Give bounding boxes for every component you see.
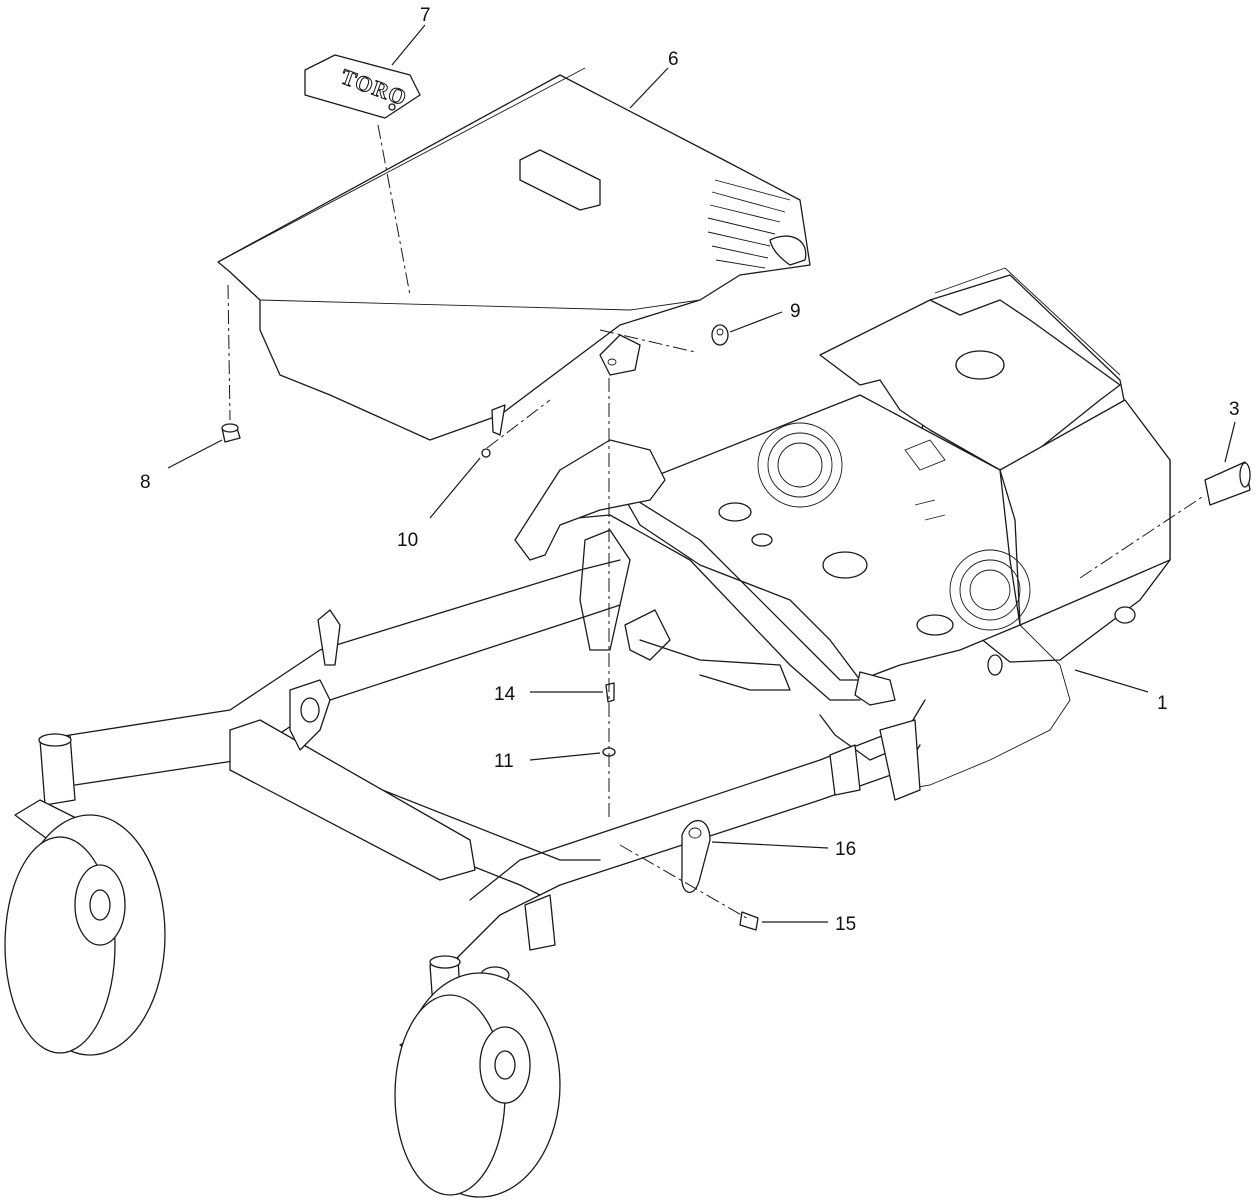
callout-labels: 7 6 9 3 8 10 1 14 11 16 15	[140, 5, 1240, 935]
right-caster-wheel	[394, 955, 561, 1198]
callout-9: 9	[790, 301, 801, 322]
cover-plate	[217, 67, 811, 441]
callout-15: 15	[835, 914, 856, 935]
frame-assembly	[69, 267, 1171, 984]
callout-1: 1	[1157, 693, 1168, 714]
part-14-screw	[605, 682, 615, 703]
callout-7: 7	[420, 5, 431, 26]
callout-leaders	[167, 24, 1236, 923]
callout-16: 16	[835, 839, 856, 860]
toro-decal: TORO	[304, 54, 421, 119]
part-10-nut	[481, 448, 491, 458]
callout-6: 6	[668, 49, 679, 70]
part-16-hook	[681, 819, 711, 893]
part-3-grip	[1204, 461, 1251, 506]
assembly-centerlines	[227, 124, 1206, 921]
left-caster-wheel	[4, 733, 166, 1056]
callout-10: 10	[397, 530, 418, 551]
callout-11: 11	[494, 751, 514, 772]
part-15-bolt	[739, 911, 759, 931]
callout-3: 3	[1229, 399, 1240, 420]
callout-14: 14	[494, 684, 516, 705]
callout-8: 8	[140, 472, 151, 493]
